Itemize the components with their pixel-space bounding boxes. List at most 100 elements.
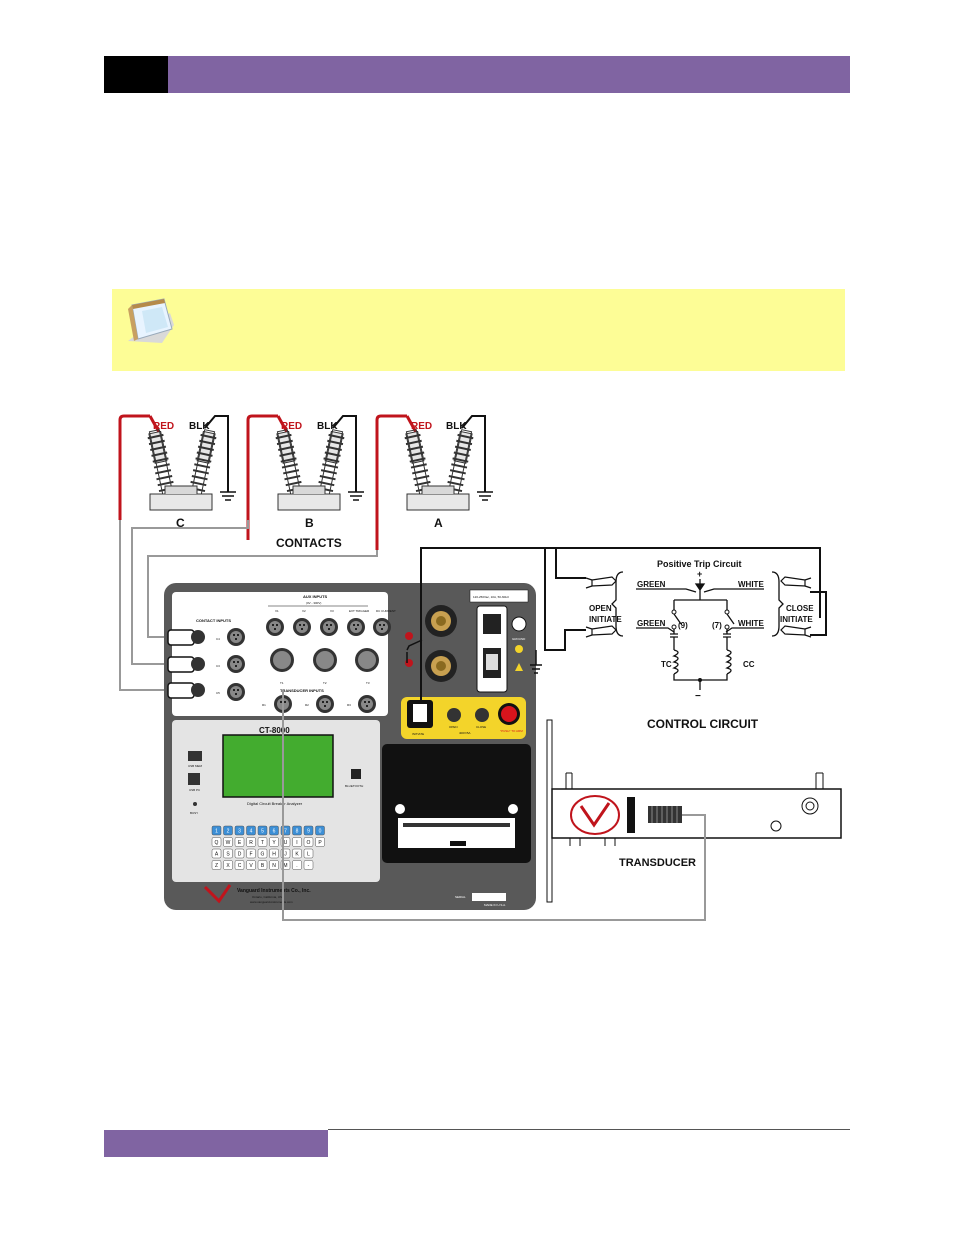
keypad-key-label: V <box>249 863 253 869</box>
red-label-a: RED <box>411 421 432 432</box>
keypad-key[interactable] <box>223 825 233 836</box>
keypad-key[interactable] <box>211 825 222 836</box>
tc-label: TC <box>661 660 672 669</box>
usb-mem-label: USB MEM <box>188 764 203 768</box>
keypad-key-label: 2 <box>227 829 230 835</box>
transducer: TRANSDUCER <box>546 719 842 903</box>
keypad-key[interactable] <box>269 860 279 870</box>
keypad-key[interactable] <box>257 848 268 859</box>
keypad-key[interactable] <box>223 837 233 847</box>
v3-label: V3 <box>330 609 334 613</box>
keypad-key[interactable] <box>303 860 314 870</box>
r3-label: R3 <box>347 703 351 707</box>
keypad-key[interactable] <box>292 837 302 847</box>
serial-label: SERIAL <box>455 895 466 899</box>
keypad-key-label: 5 <box>261 829 264 835</box>
keypad-key[interactable] <box>303 825 314 836</box>
keypad-key[interactable] <box>257 860 268 870</box>
keypad-key-label: 4 <box>250 829 253 835</box>
keypad-key-label: R <box>249 840 253 846</box>
keypad-key-label: C <box>238 863 242 869</box>
keypad-key-label: 6 <box>273 829 276 835</box>
open-initiate-label-2: INITIATE <box>589 615 622 624</box>
keypad-key[interactable] <box>257 837 268 847</box>
keypad-key-label: 7 <box>284 829 287 835</box>
keypad-key-label: Q <box>215 840 219 846</box>
keypad-key[interactable] <box>315 837 325 847</box>
positive-trip-circuit-label: Positive Trip Circuit <box>657 559 742 569</box>
keypad-key[interactable] <box>269 825 279 836</box>
transducer-inputs-label: TRANSDUCER INPUTS <box>280 688 324 693</box>
bluetooth-label: BLUETOOTH <box>345 784 363 788</box>
keypad-key[interactable] <box>303 848 314 859</box>
rating-label: 400V/5A <box>459 731 471 735</box>
keypad-key-label: K <box>295 852 299 858</box>
contact-plug-1 <box>167 629 205 646</box>
phase-a-label: A <box>434 516 443 530</box>
keypad-key[interactable] <box>211 837 222 847</box>
blk-label-b: BLK <box>317 421 338 432</box>
keypad-key-label: N <box>272 863 276 869</box>
keypad-key[interactable] <box>292 860 302 870</box>
keypad-key-label: M <box>283 863 287 869</box>
keypad-key-label: 0 <box>319 829 322 835</box>
footer-bar <box>104 1130 328 1157</box>
keypad-key[interactable] <box>234 860 245 870</box>
keypad-key-label: J <box>284 852 287 858</box>
keypad-key[interactable] <box>303 837 314 847</box>
keypad-key[interactable] <box>257 825 268 836</box>
keypad-key[interactable] <box>223 860 233 870</box>
keypad-key[interactable] <box>246 848 256 859</box>
display-caption: Digital Circuit Breaker Analyzer <box>247 801 303 806</box>
keypad-key[interactable] <box>211 860 222 870</box>
keypad-key-label: Z <box>215 863 218 869</box>
keypad-key[interactable] <box>234 837 245 847</box>
contact-inputs-label: CONTACT INPUTS <box>196 618 231 623</box>
model-label: CT-8000 <box>259 726 290 735</box>
keypad-key[interactable] <box>246 837 256 847</box>
keypad-key[interactable] <box>246 825 256 836</box>
keypad-key-label: B <box>261 863 265 869</box>
control-circuit: Positive Trip Circuit + − GREEN WHITE GR… <box>406 547 827 731</box>
vanguard-logo-icon <box>203 884 232 904</box>
keypad-key-label: Y <box>272 840 276 846</box>
keypad-key-label: X <box>226 863 230 869</box>
keypad-key[interactable] <box>234 848 245 859</box>
keypad-key[interactable] <box>292 848 302 859</box>
c5-label: C5 <box>216 691 220 695</box>
blk-label-c: BLK <box>189 421 210 432</box>
keypad-key-label: D <box>238 852 242 858</box>
transducer-label: TRANSDUCER <box>619 857 696 869</box>
keypad-key[interactable] <box>292 825 302 836</box>
keypad-key[interactable] <box>315 825 325 836</box>
close-initiate-label-2: INITIATE <box>780 615 813 624</box>
keypad-key-label: G <box>261 852 265 858</box>
breaker-pole-a <box>375 414 493 550</box>
keypad-key-label: P <box>318 840 322 846</box>
t1-label: T1 <box>280 681 284 685</box>
keypad-key[interactable] <box>211 848 222 859</box>
keypad-key[interactable] <box>246 860 256 870</box>
keypad-key-label: T <box>261 840 264 846</box>
r1-label: R1 <box>262 703 266 707</box>
made-in-label: MADE IN U.S.A. <box>484 903 506 907</box>
red-label-b: RED <box>281 421 302 432</box>
push-to-arm-label: "PUSH" TO ARM <box>500 729 523 733</box>
notepad-icon <box>128 298 174 343</box>
keypad-key[interactable] <box>234 825 245 836</box>
keypad-key-label: H <box>272 852 276 858</box>
keypad-key[interactable] <box>223 848 233 859</box>
busy-label: BUSY <box>190 811 198 815</box>
keypad-key-label: 1 <box>215 829 218 835</box>
keypad-key-label: 3 <box>238 829 241 835</box>
keypad-key[interactable] <box>269 837 279 847</box>
keypad-key-label: . <box>296 863 297 869</box>
breaker-pole-b <box>246 414 364 540</box>
keypad-key-label: I <box>296 840 297 846</box>
keypad-key-label: O <box>307 840 311 846</box>
close-label: CLOSE <box>476 725 486 729</box>
ct-8000-analyzer: AUX INPUTS (0V - 300V) CONTACT INPUTS V1… <box>164 583 536 910</box>
blk-label-a: BLK <box>446 421 467 432</box>
keypad-key-label: L <box>307 852 310 858</box>
keypad-key[interactable] <box>269 848 279 859</box>
